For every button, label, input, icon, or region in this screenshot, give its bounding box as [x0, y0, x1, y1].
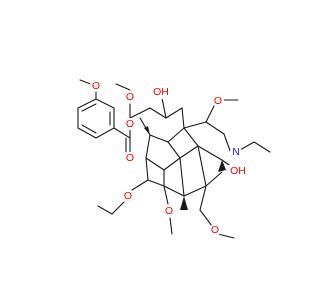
bond	[161, 97, 167, 119]
atom-label: OH	[230, 165, 246, 177]
bond	[167, 141, 181, 159]
bond	[199, 209, 213, 227]
bond	[131, 179, 149, 191]
bond	[145, 157, 165, 171]
bond	[77, 127, 97, 139]
bond	[95, 98, 115, 109]
bond	[179, 145, 199, 159]
bond	[205, 171, 223, 187]
bond	[163, 185, 185, 197]
atom-label: O	[126, 152, 134, 164]
bond	[163, 157, 181, 171]
molecule-drawing: O O O O OH O N OH O O O	[77, 79, 271, 239]
bond	[183, 121, 207, 129]
atom-label: N	[232, 146, 240, 158]
bond	[149, 107, 167, 119]
bond	[179, 157, 185, 197]
bond	[205, 121, 225, 135]
bond	[147, 179, 165, 187]
bond	[149, 134, 169, 143]
bond	[145, 134, 151, 159]
bond	[181, 107, 185, 129]
atom-o-hydroxyl-right: OH	[228, 165, 248, 178]
atom-o-methoxy-methyl: O	[209, 224, 221, 236]
atom-label: O	[124, 190, 132, 202]
stereo-wedge	[144, 126, 150, 135]
atom-label: O	[214, 95, 222, 107]
bond	[129, 107, 151, 119]
atom-o-ester-carbonyl: O	[124, 152, 136, 164]
atom-label: O	[92, 80, 100, 92]
bond	[253, 141, 271, 153]
bond	[113, 127, 131, 139]
bond	[115, 83, 131, 91]
atom-o-methoxy-bottom: O	[163, 205, 175, 217]
bond	[217, 233, 235, 239]
bond	[205, 105, 215, 123]
bond	[169, 217, 173, 235]
bond	[95, 127, 115, 139]
atom-label: OH	[153, 86, 169, 98]
atom-o-methoxy-top-right: O	[212, 95, 224, 107]
stereo-wedge	[180, 196, 188, 210]
bond	[199, 185, 207, 211]
bond	[97, 205, 113, 215]
molecule-structure: O O O O OH O N OH O O O	[77, 79, 271, 239]
bond	[197, 145, 223, 161]
stereo-wedge	[218, 160, 226, 172]
atom-o-methoxy-aryl: O	[90, 80, 102, 92]
atom-label: O	[165, 205, 173, 217]
aryl-ring	[77, 98, 115, 139]
atom-o-ethoxy: O	[122, 190, 134, 202]
atom-o-methoxy-top-left: O	[124, 91, 136, 103]
bond	[197, 145, 207, 187]
bond	[239, 141, 255, 151]
atom-label: O	[126, 118, 134, 130]
bond	[163, 185, 169, 205]
atom-o-ester-link: O	[124, 118, 136, 130]
atom-label: O	[126, 91, 134, 103]
atom-label: O	[211, 224, 219, 236]
bond	[145, 157, 149, 181]
bond	[167, 127, 185, 143]
bond	[81, 103, 97, 112]
bond	[183, 127, 199, 147]
bond	[77, 98, 97, 109]
bond	[111, 201, 125, 215]
atom-o-hydroxyl-top: OH	[151, 86, 171, 99]
bond	[165, 107, 183, 119]
bond	[183, 185, 207, 197]
atom-n-amine: N	[230, 146, 242, 158]
cage-skeleton	[129, 107, 233, 197]
bond	[81, 124, 97, 134]
